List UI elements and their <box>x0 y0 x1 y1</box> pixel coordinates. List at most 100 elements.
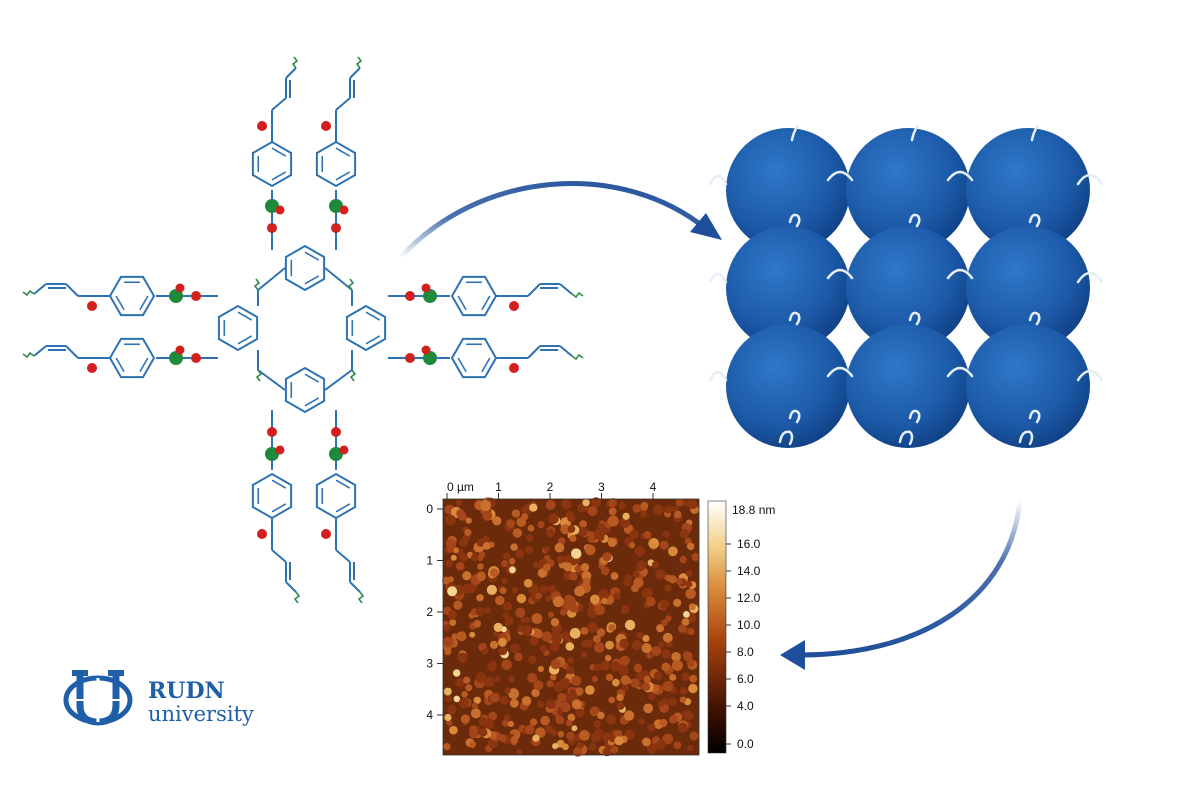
afm-particle <box>511 586 519 594</box>
surface-ligand-hook <box>1028 213 1041 228</box>
afm-particle <box>533 680 544 691</box>
afm-particle <box>552 743 559 750</box>
surface-ligand-hook <box>708 272 728 284</box>
afm-particle <box>539 585 549 594</box>
double-bond <box>139 357 149 373</box>
afm-particle <box>453 695 461 703</box>
afm-particle <box>483 676 495 687</box>
afm-particle <box>648 538 660 549</box>
afm-particle <box>527 524 535 532</box>
afm-particle <box>504 687 511 694</box>
afm-particle <box>444 648 452 656</box>
arrow-to-spheres <box>397 181 722 261</box>
afm-particle <box>616 702 625 710</box>
afm-colorbar-tick-label: 16.0 <box>737 537 761 551</box>
afm-particle <box>640 511 648 519</box>
afm-particle <box>598 589 609 601</box>
afm-particle <box>560 701 571 713</box>
surface-ligand-hook <box>1076 369 1104 382</box>
afm-particle <box>486 584 497 596</box>
bond <box>349 581 361 593</box>
afm-particle <box>631 640 642 651</box>
particle-sphere <box>966 128 1090 252</box>
afm-particle <box>602 747 612 757</box>
afm-particle <box>608 696 616 704</box>
bond <box>65 345 79 359</box>
afm-particle <box>643 675 651 684</box>
oxygen-atom <box>175 283 185 293</box>
afm-particle <box>656 624 665 633</box>
afm-particle <box>520 507 528 514</box>
afm-particle <box>567 514 576 523</box>
afm-particle <box>691 552 700 562</box>
afm-colorbar-tick-label: 8.0 <box>737 645 754 659</box>
afm-particle <box>543 546 550 553</box>
afm-particle <box>583 577 591 585</box>
afm-particle <box>543 563 551 572</box>
afm-particle <box>602 552 612 562</box>
afm-particle <box>574 564 582 573</box>
afm-particle <box>601 597 608 605</box>
double-bond <box>481 357 491 373</box>
wavy-end <box>293 591 301 604</box>
afm-particle <box>516 517 527 527</box>
afm-particle <box>473 696 481 704</box>
afm-particle <box>476 594 484 602</box>
afm-particle <box>588 742 597 752</box>
afm-particle <box>482 542 491 550</box>
aryl-ring <box>450 275 498 317</box>
oxygen-atom <box>339 205 349 215</box>
afm-particle <box>610 661 621 672</box>
wavy-end <box>349 369 357 382</box>
afm-particle <box>524 545 534 554</box>
wavy-end <box>355 56 363 69</box>
afm-particle <box>442 576 450 585</box>
afm-particle <box>636 563 645 572</box>
afm-particle <box>643 703 654 714</box>
surface-ligand-hook <box>826 366 854 378</box>
oxygen-atom <box>405 291 415 301</box>
afm-particle <box>567 657 574 664</box>
afm-particle <box>591 675 599 683</box>
afm-particle <box>605 673 614 682</box>
afm-particle <box>510 736 519 744</box>
afm-particle <box>510 543 518 551</box>
afm-particle <box>462 571 472 581</box>
afm-particle <box>683 611 690 618</box>
afm-particle <box>445 538 457 550</box>
afm-particle <box>547 584 556 594</box>
afm-particle <box>484 607 491 614</box>
afm-particle <box>655 569 666 580</box>
afm-particle <box>447 586 458 597</box>
afm-particle <box>581 651 588 658</box>
afm-particle <box>478 551 486 559</box>
afm-particle <box>494 676 501 683</box>
afm-particle <box>610 572 619 580</box>
afm-particle <box>481 500 491 510</box>
afm-particle <box>556 555 565 564</box>
afm-particle <box>539 644 547 653</box>
afm-particle <box>569 535 577 543</box>
afm-particle <box>443 743 451 751</box>
afm-particle <box>502 719 510 727</box>
afm-particle <box>679 555 687 564</box>
afm-particle <box>449 619 457 626</box>
particle-sphere <box>846 226 970 350</box>
afm-particle <box>475 607 485 617</box>
afm-particle <box>577 503 587 513</box>
afm-particle <box>633 663 643 673</box>
wavy-end <box>291 56 299 69</box>
afm-particle <box>455 499 463 507</box>
afm-y-tick-label: 2 <box>426 605 433 619</box>
oxygen-atom <box>331 223 341 233</box>
oxygen-atom <box>331 427 341 437</box>
double-bond <box>365 335 381 345</box>
afm-particle <box>562 743 569 751</box>
afm-particle <box>659 599 670 610</box>
afm-particle <box>499 587 507 594</box>
afm-particle <box>642 737 651 747</box>
afm-particle <box>552 596 564 608</box>
afm-particle <box>545 595 552 602</box>
afm-particle <box>545 499 556 510</box>
